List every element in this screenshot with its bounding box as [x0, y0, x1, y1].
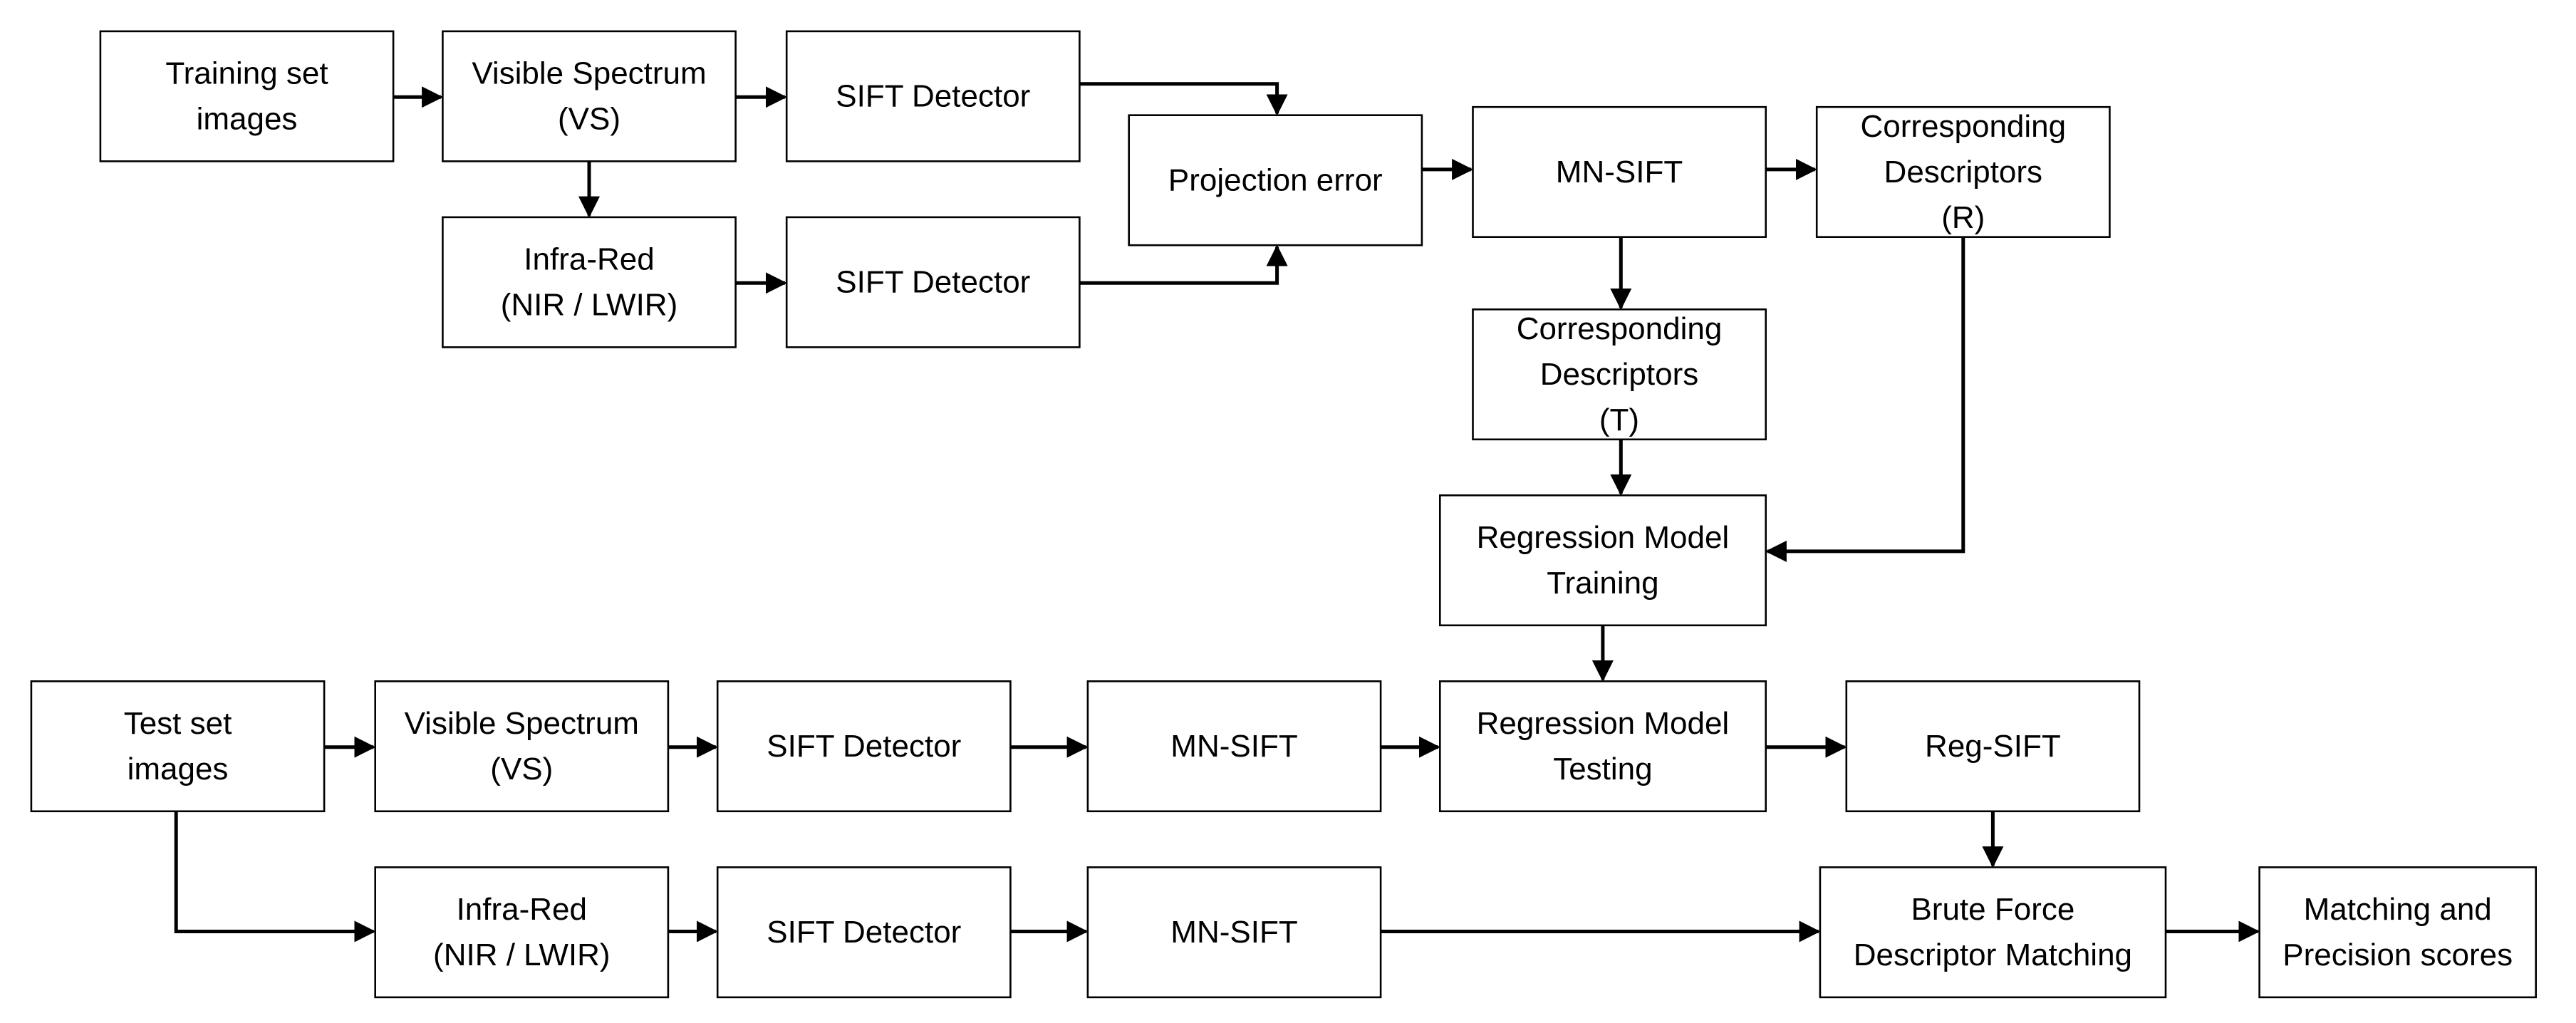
box-label-line: Test set — [124, 706, 232, 741]
box-test-set-images: Test set images — [30, 680, 326, 813]
box-label-line: Corresponding — [1860, 109, 2066, 144]
box-test-mn-sift-vs: MN-SIFT — [1086, 680, 1382, 813]
box-label-line: MN-SIFT — [1556, 155, 1683, 189]
box-border — [30, 680, 326, 813]
box-border — [99, 30, 395, 162]
box-label-line: (VS) — [490, 752, 553, 786]
box-label-line: MN-SIFT — [1170, 915, 1297, 950]
box-label-line: Corresponding — [1517, 311, 1723, 346]
box-train-mn-sift: MN-SIFT — [1472, 105, 1767, 238]
box-label-line: Descriptor Matching — [1854, 938, 2132, 972]
box-label-line: SIFT Detector — [767, 729, 961, 764]
box-label-line: Reg-SIFT — [1925, 729, 2061, 764]
box-border — [785, 30, 1081, 162]
box-border — [374, 680, 670, 813]
box-train-vs: Visible Spectrum (VS) — [442, 30, 737, 162]
box-train-sift-vs: SIFT Detector — [785, 30, 1081, 162]
box-border — [1472, 308, 1767, 441]
box-label-line: (R) — [1941, 200, 1985, 235]
box-reg-sift: Reg-SIFT — [1845, 680, 2141, 813]
box-label-line: Precision scores — [2282, 938, 2513, 972]
flow-arrow — [174, 811, 376, 942]
box-border — [1086, 680, 1382, 813]
box-label-line: Training — [1547, 566, 1658, 601]
box-label-line: SIFT Detector — [836, 79, 1030, 114]
box-test-sift-ir: SIFT Detector — [716, 866, 1012, 999]
box-label-line: Visible Spectrum — [405, 706, 639, 741]
box-test-mn-sift-ir: MN-SIFT — [1086, 866, 1382, 999]
box-train-sift-ir: SIFT Detector — [785, 216, 1081, 348]
box-label-line: SIFT Detector — [836, 265, 1030, 300]
box-label-line: Infra-Red — [457, 892, 587, 927]
box-label-line: Visible Spectrum — [472, 56, 706, 91]
box-label-line: Descriptors — [1884, 155, 2043, 189]
box-label-line: (NIR / LWIR) — [433, 938, 611, 972]
box-label-line: MN-SIFT — [1170, 729, 1297, 764]
box-projection-error: Projection error — [1128, 114, 1423, 246]
box-border — [1439, 680, 1767, 813]
flow-arrow — [1765, 237, 1965, 562]
box-border — [442, 216, 737, 348]
box-label-line: (NIR / LWIR) — [501, 288, 678, 323]
flow-arrow — [1079, 244, 1288, 285]
box-label-line: SIFT Detector — [767, 915, 961, 950]
box-label-line: Projection error — [1168, 162, 1383, 197]
box-border — [716, 866, 1012, 999]
box-border — [2258, 866, 2538, 999]
box-label-line: images — [128, 752, 229, 786]
box-test-ir: Infra-Red (NIR / LWIR) — [374, 866, 670, 999]
box-label-line: Brute Force — [1911, 892, 2074, 927]
box-label-line: Regression Model — [1477, 520, 1730, 555]
box-label-line: Regression Model — [1477, 706, 1730, 741]
box-border — [1815, 105, 2111, 238]
box-label-line: Descriptors — [1540, 357, 1699, 392]
box-test-sift-vs: SIFT Detector — [716, 680, 1012, 813]
box-test-vs: Visible Spectrum (VS) — [374, 680, 670, 813]
box-border — [785, 216, 1081, 348]
box-label-line: Infra-Red — [524, 242, 654, 277]
box-label-line: Testing — [1553, 752, 1652, 786]
box-border — [1439, 494, 1767, 627]
box-border — [1819, 866, 2167, 999]
box-border — [1845, 680, 2141, 813]
box-border — [1128, 114, 1423, 246]
box-label-line: Matching and — [2304, 892, 2492, 927]
box-train-ir: Infra-Red (NIR / LWIR) — [442, 216, 737, 348]
flow-arrow — [1079, 82, 1288, 116]
box-label-line: images — [197, 102, 298, 137]
box-border — [442, 30, 737, 162]
box-border — [374, 866, 670, 999]
box-border — [716, 680, 1012, 813]
box-training-set-images: Training set images — [99, 30, 395, 162]
box-border — [1086, 866, 1382, 999]
box-label-line: (T) — [1599, 403, 1639, 437]
box-label-line: (VS) — [558, 102, 620, 137]
box-border — [1472, 105, 1767, 238]
connector-arrows — [174, 82, 2260, 942]
box-label-line: Training set — [165, 56, 328, 91]
